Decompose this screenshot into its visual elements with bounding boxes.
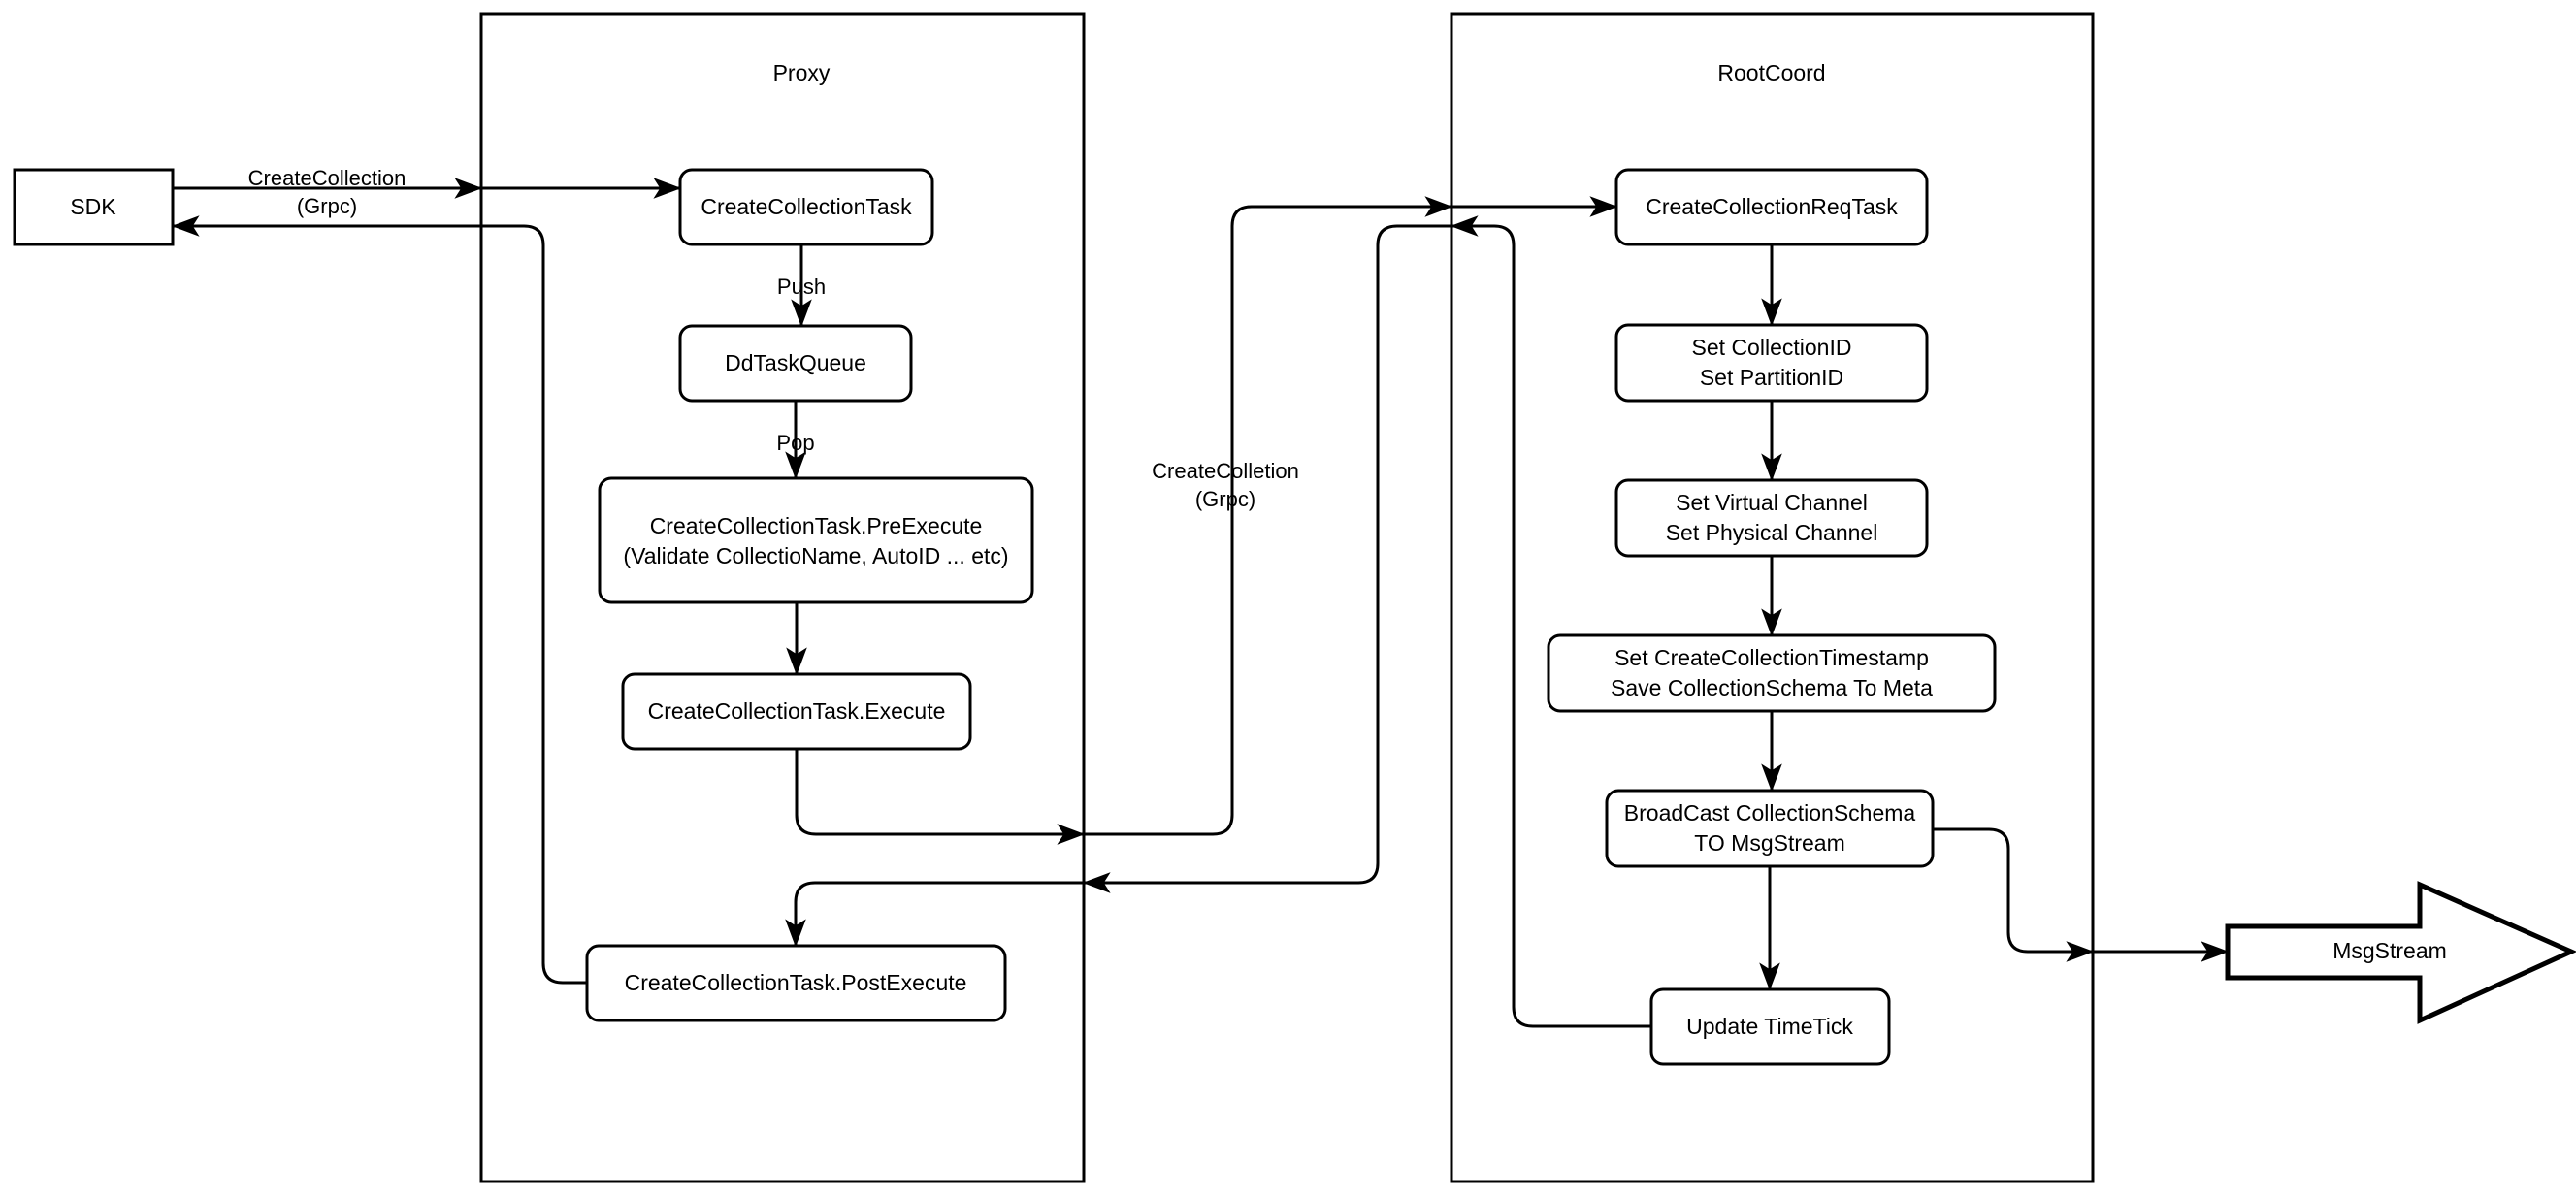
edge-rootcoord-reply-to-proxy-wall xyxy=(1082,224,1451,893)
edge-label-create-collection-line1: CreateCollection xyxy=(248,166,407,190)
post-execute-label: CreateCollectionTask.PostExecute xyxy=(625,970,967,995)
broadcast-label-line1: BroadCast CollectionSchema xyxy=(1624,800,1916,825)
execute-label: CreateCollectionTask.Execute xyxy=(648,698,946,724)
set-channels-label-line1: Set Virtual Channel xyxy=(1676,490,1868,515)
node-dd-task-queue[interactable]: DdTaskQueue xyxy=(678,324,913,403)
node-update-timetick[interactable]: Update TimeTick xyxy=(1649,987,1891,1066)
edge-label-createcolletion-line2: (Grpc) xyxy=(1195,487,1255,511)
create-collection-task-label: CreateCollectionTask xyxy=(701,194,912,219)
node-sdk[interactable]: SDK xyxy=(13,168,175,246)
edge-label-create-collection-line2: (Grpc) xyxy=(297,194,357,218)
node-create-collection-task[interactable]: CreateCollectionTask xyxy=(678,168,934,246)
node-create-collection-req-task[interactable]: CreateCollectionReqTask xyxy=(1614,168,1929,246)
node-set-channels[interactable]: Set Virtual Channel Set Physical Channel xyxy=(1614,478,1929,558)
dd-task-queue-label: DdTaskQueue xyxy=(725,350,866,375)
edge-update-timetick-to-rootcoord-wall xyxy=(1450,215,1651,1028)
broadcast-label-line2: TO MsgStream xyxy=(1694,830,1845,856)
edge-label-pop: Pop xyxy=(776,431,814,455)
set-ids-label-line2: Set PartitionID xyxy=(1700,365,1843,390)
sdk-label: SDK xyxy=(70,194,116,219)
create-collection-req-task-label: CreateCollectionReqTask xyxy=(1646,194,1898,219)
edge-proxy-wall-to-post-execute xyxy=(785,881,1084,948)
pre-execute-label-line2: (Validate CollectioName, AutoID ... etc) xyxy=(623,543,1008,568)
create-collection-task-box[interactable] xyxy=(678,168,934,246)
node-execute[interactable]: CreateCollectionTask.Execute xyxy=(621,672,972,751)
edge-label-createcolletion-line1: CreateColletion xyxy=(1152,459,1299,483)
node-set-meta[interactable]: Set CreateCollectionTimestamp Save Colle… xyxy=(1547,633,1997,713)
msgstream-label: MsgStream xyxy=(2332,938,2447,963)
set-meta-label-line1: Set CreateCollectionTimestamp xyxy=(1614,645,1929,670)
edge-grpc-to-rootcoord-wall xyxy=(1084,196,1453,836)
node-pre-execute[interactable]: CreateCollectionTask.PreExecute (Validat… xyxy=(598,476,1034,604)
update-timetick-label: Update TimeTick xyxy=(1686,1014,1853,1039)
msgstream-arrow-shape[interactable] xyxy=(2225,881,2576,1024)
set-meta-label-line2: Save CollectionSchema To Meta xyxy=(1611,675,1933,700)
pre-execute-box[interactable] xyxy=(598,476,1034,604)
node-broadcast[interactable]: BroadCast CollectionSchema TO MsgStream xyxy=(1605,789,1935,868)
pre-execute-label-line1: CreateCollectionTask.PreExecute xyxy=(650,513,983,538)
proxy-title: Proxy xyxy=(773,60,831,85)
node-set-ids[interactable]: Set CollectionID Set PartitionID xyxy=(1614,323,1929,403)
sdk-box[interactable] xyxy=(13,168,175,246)
edge-execute-to-rootcoord xyxy=(795,749,1086,845)
edge-post-execute-to-sdk xyxy=(171,215,587,985)
node-post-execute[interactable]: CreateCollectionTask.PostExecute xyxy=(585,944,1007,1022)
edge-label-push: Push xyxy=(777,275,826,299)
edge-broadcast-to-rootcoord-wall xyxy=(1933,827,2095,962)
rootcoord-title: RootCoord xyxy=(1717,60,1825,85)
set-ids-label-line1: Set CollectionID xyxy=(1692,335,1852,360)
node-msgstream[interactable]: MsgStream xyxy=(2225,881,2576,1024)
set-channels-label-line2: Set Physical Channel xyxy=(1666,520,1878,545)
